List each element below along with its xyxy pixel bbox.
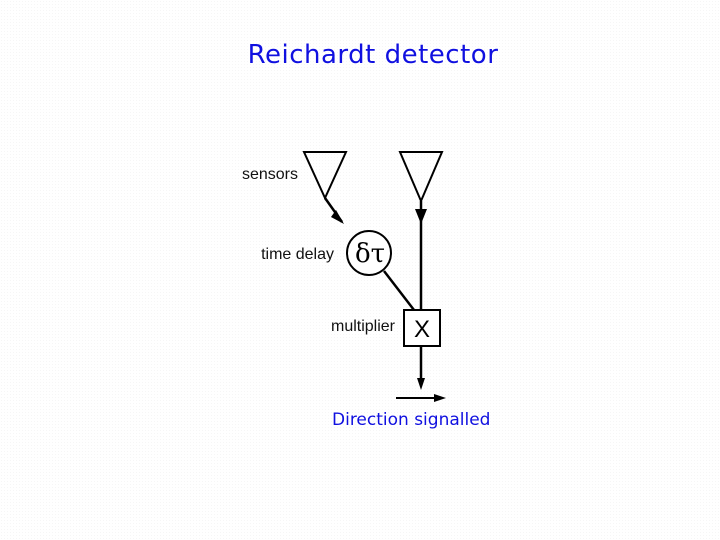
multiplier-box bbox=[403, 309, 441, 347]
delay-symbol: δτ bbox=[355, 239, 385, 269]
direction-arrow-head bbox=[434, 394, 446, 402]
output-arrow-head bbox=[417, 378, 425, 390]
left-sensor-triangle bbox=[302, 151, 348, 201]
time-delay-label: time delay bbox=[261, 246, 334, 263]
sensors-label: sensors bbox=[241, 166, 298, 183]
right-arrow-head bbox=[415, 209, 427, 224]
multiplier-symbol: X bbox=[414, 316, 430, 343]
multiplier-label: multiplier bbox=[330, 318, 395, 335]
time-delay-circle bbox=[346, 230, 392, 276]
direction-caption: Direction signalled bbox=[332, 410, 491, 430]
right-sensor-triangle bbox=[398, 151, 444, 204]
delay-to-multiplier-line bbox=[383, 270, 415, 311]
page-title: Reichardt detector bbox=[247, 40, 499, 70]
left-arrow-head bbox=[331, 210, 344, 224]
